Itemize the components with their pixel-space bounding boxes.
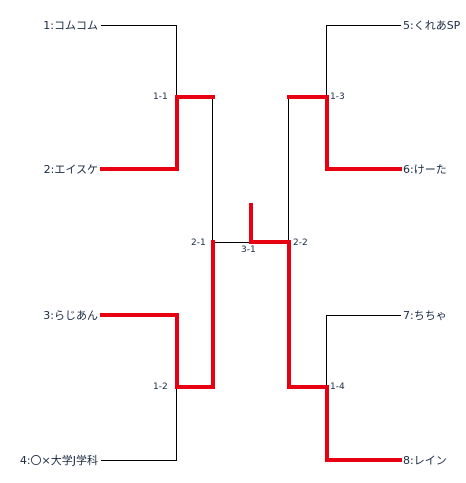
- winner-path: [325, 385, 329, 462]
- player-4[interactable]: 4:〇×大学J学科: [19, 454, 98, 467]
- match-label-2-1: 2-1: [190, 238, 207, 248]
- player-7[interactable]: 7:ちちゃ: [403, 309, 447, 322]
- winner-path: [249, 240, 291, 244]
- player-8[interactable]: 8:レイン: [403, 454, 447, 467]
- bracket-line: [326, 25, 327, 97]
- winner-path: [287, 385, 329, 389]
- winner-path: [287, 240, 291, 389]
- match-label-1-3: 1-3: [329, 92, 346, 102]
- winner-path: [175, 385, 215, 389]
- player-6[interactable]: 6:けーた: [403, 163, 447, 176]
- bracket-line: [212, 242, 250, 243]
- bracket-line: [326, 25, 401, 26]
- player-2[interactable]: 2:エイスケ: [43, 163, 98, 176]
- winner-path: [100, 313, 179, 317]
- winner-path: [175, 95, 179, 171]
- winner-path: [325, 95, 329, 171]
- winner-path: [287, 95, 329, 99]
- winner-path: [325, 458, 402, 462]
- winner-path: [325, 167, 402, 171]
- bracket-line: [101, 25, 177, 26]
- winner-path: [100, 167, 179, 171]
- player-5[interactable]: 5:くれあSP: [403, 19, 461, 32]
- match-label-3-1: 3-1: [240, 245, 257, 255]
- bracket-line: [212, 97, 213, 242]
- player-3[interactable]: 3:らじあん: [43, 309, 98, 322]
- bracket-line: [326, 315, 401, 316]
- player-1[interactable]: 1:コムコム: [43, 19, 98, 32]
- winner-path: [211, 240, 215, 389]
- match-label-1-4: 1-4: [329, 382, 346, 392]
- bracket-line: [326, 315, 327, 387]
- bracket-line: [176, 387, 177, 461]
- bracket-line: [288, 97, 289, 242]
- winner-path: [175, 313, 179, 389]
- match-label-1-2: 1-2: [152, 382, 169, 392]
- match-label-1-1: 1-1: [152, 92, 169, 102]
- winner-path: [175, 95, 215, 99]
- champion-path: [249, 203, 253, 244]
- bracket-line: [101, 460, 177, 461]
- match-label-2-2: 2-2: [292, 238, 309, 248]
